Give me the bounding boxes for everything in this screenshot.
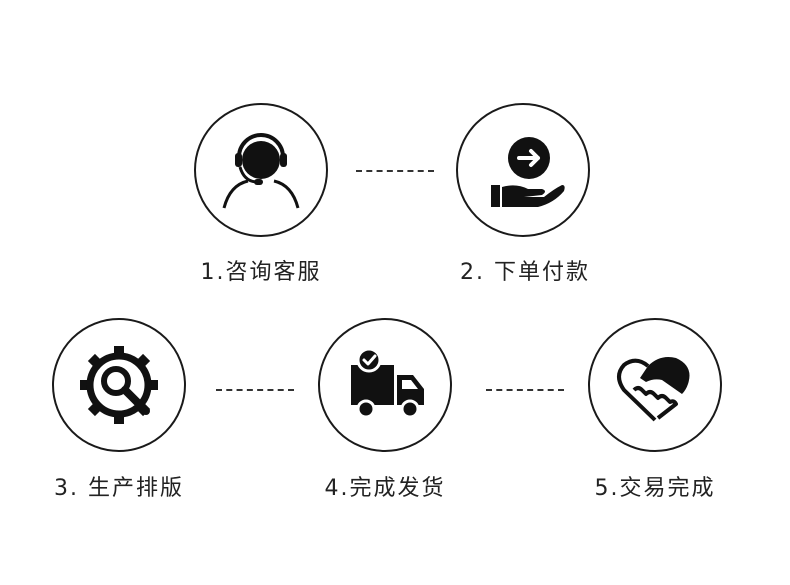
customer-service-headset-icon	[222, 133, 300, 209]
connector-1-2	[356, 170, 434, 172]
step-2-circle	[456, 103, 590, 237]
step-5-circle	[588, 318, 722, 452]
step-3-circle	[52, 318, 186, 452]
connector-4-5	[486, 389, 564, 391]
connector-3-4	[216, 389, 294, 391]
gear-wrench-icon	[80, 346, 158, 424]
step-4-label: 4.完成发货	[324, 476, 446, 501]
payment-hand-arrow-icon	[491, 137, 565, 207]
step-1-circle	[194, 103, 328, 237]
step-2-label: 2. 下单付款	[460, 260, 590, 285]
step-1-label: 1.咨询客服	[200, 260, 322, 285]
step-4-circle	[318, 318, 452, 452]
step-5-label: 5.交易完成	[594, 476, 716, 501]
handshake-heart-icon	[617, 357, 690, 422]
step-3-label: 3. 生产排版	[54, 476, 184, 501]
delivery-truck-icon	[351, 347, 424, 419]
